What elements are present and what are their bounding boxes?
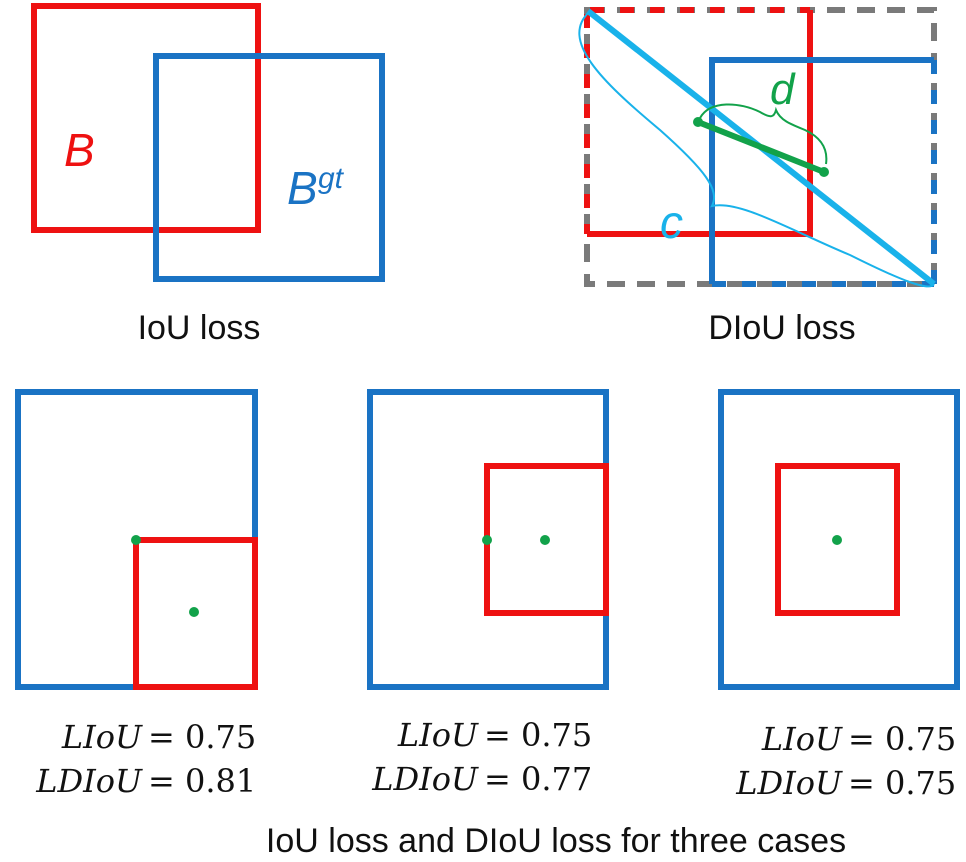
case-2-liou-value: = 0.75 (484, 716, 592, 754)
predicted-box-inner-edges (587, 10, 813, 237)
ground-truth-box-Bgt (153, 53, 385, 282)
case-3-liou-value: = 0.75 (848, 720, 956, 758)
case-2: LIoU = 0.75 LDIoU = 0.77 (367, 389, 609, 798)
enclosing-box (584, 7, 937, 287)
case-2-ground-truth-center (482, 535, 492, 545)
diagonal-label: c (660, 196, 683, 248)
predicted-box-B (31, 3, 261, 233)
distance-brace (699, 103, 828, 165)
ground-truth-box-label-superscript: gt (318, 162, 345, 195)
case-1-ground-truth-center (131, 535, 141, 545)
case-1-predicted-center (189, 607, 199, 617)
case-1-ldiou-label: LDIoU (35, 762, 143, 800)
distance-label: d (770, 65, 796, 114)
iou-loss-panel: B B gt IoU loss (31, 3, 385, 347)
case-1-liou-label: LIoU (61, 718, 143, 756)
case-1-ldiou-value: = 0.81 (148, 762, 256, 800)
case-3-center (832, 535, 842, 545)
ground-truth-box-inner-edges (709, 57, 934, 284)
case-3: LIoU = 0.75 LDIoU = 0.75 (718, 389, 960, 802)
case-2-predicted-center (540, 535, 550, 545)
case-3-predicted-box (775, 463, 900, 616)
footer-caption: IoU loss and DIoU loss for three cases (266, 822, 846, 860)
case-1-liou-value: = 0.75 (148, 718, 256, 756)
case-2-ldiou-value: = 0.77 (484, 760, 592, 798)
center-distance-d (696, 119, 826, 175)
ground-truth-box-label: B (287, 162, 318, 214)
case-3-liou-label: LIoU (761, 720, 843, 758)
iou-loss-caption: IoU loss (138, 309, 261, 347)
case-1-predicted-box (133, 537, 258, 690)
case-3-ldiou-label: LDIoU (735, 764, 843, 802)
predicted-box-label: B (64, 124, 95, 176)
case-2-ldiou-label: LDIoU (371, 760, 479, 798)
diou-loss-panel: d c DIoU loss (578, 7, 937, 347)
case-1: LIoU = 0.75 LDIoU = 0.81 (15, 389, 258, 800)
diou-loss-caption: DIoU loss (708, 309, 855, 347)
case-3-ground-truth-box (718, 389, 960, 690)
ground-truth-center-point (819, 167, 829, 177)
predicted-center-point (693, 117, 703, 127)
case-2-liou-label: LIoU (397, 716, 479, 754)
case-3-ldiou-value: = 0.75 (848, 764, 956, 802)
diagonal-brace (578, 11, 935, 288)
